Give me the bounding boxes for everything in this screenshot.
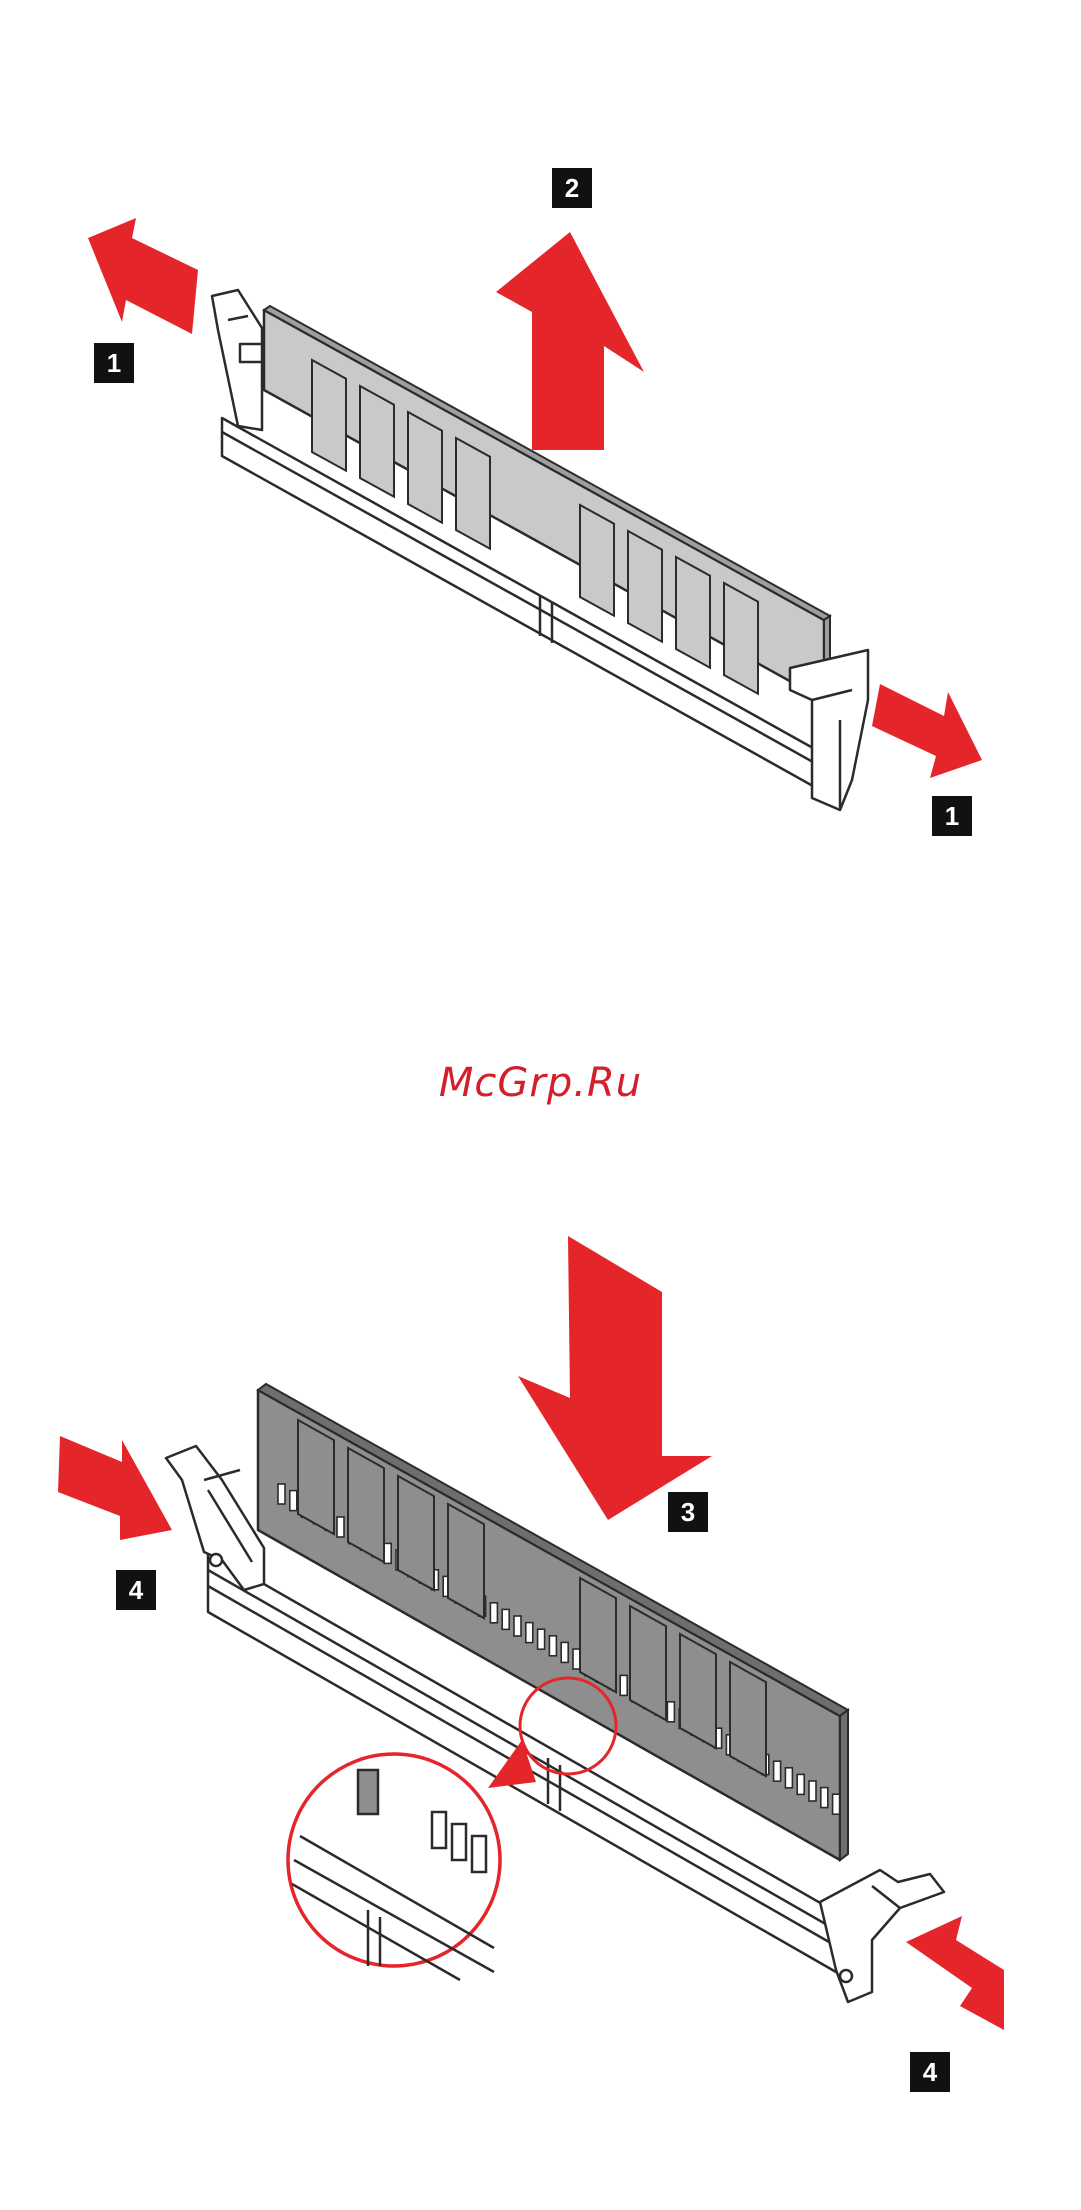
memory-chip xyxy=(580,505,614,616)
watermark-label: McGrp.Ru xyxy=(439,1060,642,1106)
step-badge-4-left: 4 xyxy=(116,1570,156,1610)
module-contact xyxy=(549,1636,556,1656)
module-contact xyxy=(797,1774,804,1794)
module-contact xyxy=(809,1781,816,1801)
module-contact xyxy=(561,1642,568,1662)
module-contact xyxy=(514,1616,521,1636)
step-badge-4-right-label: 4 xyxy=(923,2057,938,2087)
module-contact xyxy=(620,1675,627,1695)
module-contact xyxy=(833,1794,840,1814)
module-contact xyxy=(337,1517,344,1537)
memory-chip xyxy=(312,360,346,471)
module-contact xyxy=(821,1788,828,1808)
step-badge-1-right: 1 xyxy=(932,796,972,836)
removal-illustration: 1 2 1 xyxy=(0,0,1081,1000)
memory-chip xyxy=(448,1504,484,1618)
module-contact xyxy=(290,1491,297,1511)
module-contact xyxy=(573,1649,580,1669)
memory-chip xyxy=(628,531,662,642)
module-contact xyxy=(538,1629,545,1649)
module-contact xyxy=(502,1609,509,1629)
memory-chip xyxy=(360,386,394,497)
step-badge-2: 2 xyxy=(552,168,592,208)
module-contact xyxy=(278,1484,285,1504)
memory-chip xyxy=(456,438,490,549)
module-contact xyxy=(526,1623,533,1643)
module-contact xyxy=(785,1768,792,1788)
memory-chip xyxy=(680,1634,716,1748)
memory-chip xyxy=(408,412,442,523)
step-badge-1-left: 1 xyxy=(94,343,134,383)
memory-chip xyxy=(398,1476,434,1590)
removal-diagram: 1 2 1 xyxy=(0,0,1081,1000)
memory-chip xyxy=(298,1420,334,1534)
memory-chip xyxy=(580,1578,616,1692)
memory-chip xyxy=(730,1662,766,1776)
right-latch xyxy=(790,650,868,810)
installation-illustration: 3 4 4 xyxy=(0,1180,1081,2210)
step-badge-2-label: 2 xyxy=(565,173,579,203)
memory-chip xyxy=(630,1606,666,1720)
memory-chip xyxy=(676,557,710,668)
module-contact xyxy=(490,1603,497,1623)
left-latch xyxy=(212,290,262,430)
memory-chip xyxy=(724,583,758,694)
module-contact xyxy=(774,1761,781,1781)
watermark-text: McGrp.Ru xyxy=(0,1060,1081,1106)
step-badge-4-right: 4 xyxy=(910,2052,950,2092)
step-badge-3-label: 3 xyxy=(681,1497,695,1527)
module-contact xyxy=(667,1702,674,1722)
module-contact xyxy=(384,1543,391,1563)
step-badge-1-left-label: 1 xyxy=(107,348,121,378)
memory-chip xyxy=(348,1448,384,1562)
step-badge-1-right-label: 1 xyxy=(945,801,959,831)
step-badge-3: 3 xyxy=(668,1492,708,1532)
installation-diagram: 3 4 4 xyxy=(0,1180,1081,2210)
step-badge-4-left-label: 4 xyxy=(129,1575,144,1605)
